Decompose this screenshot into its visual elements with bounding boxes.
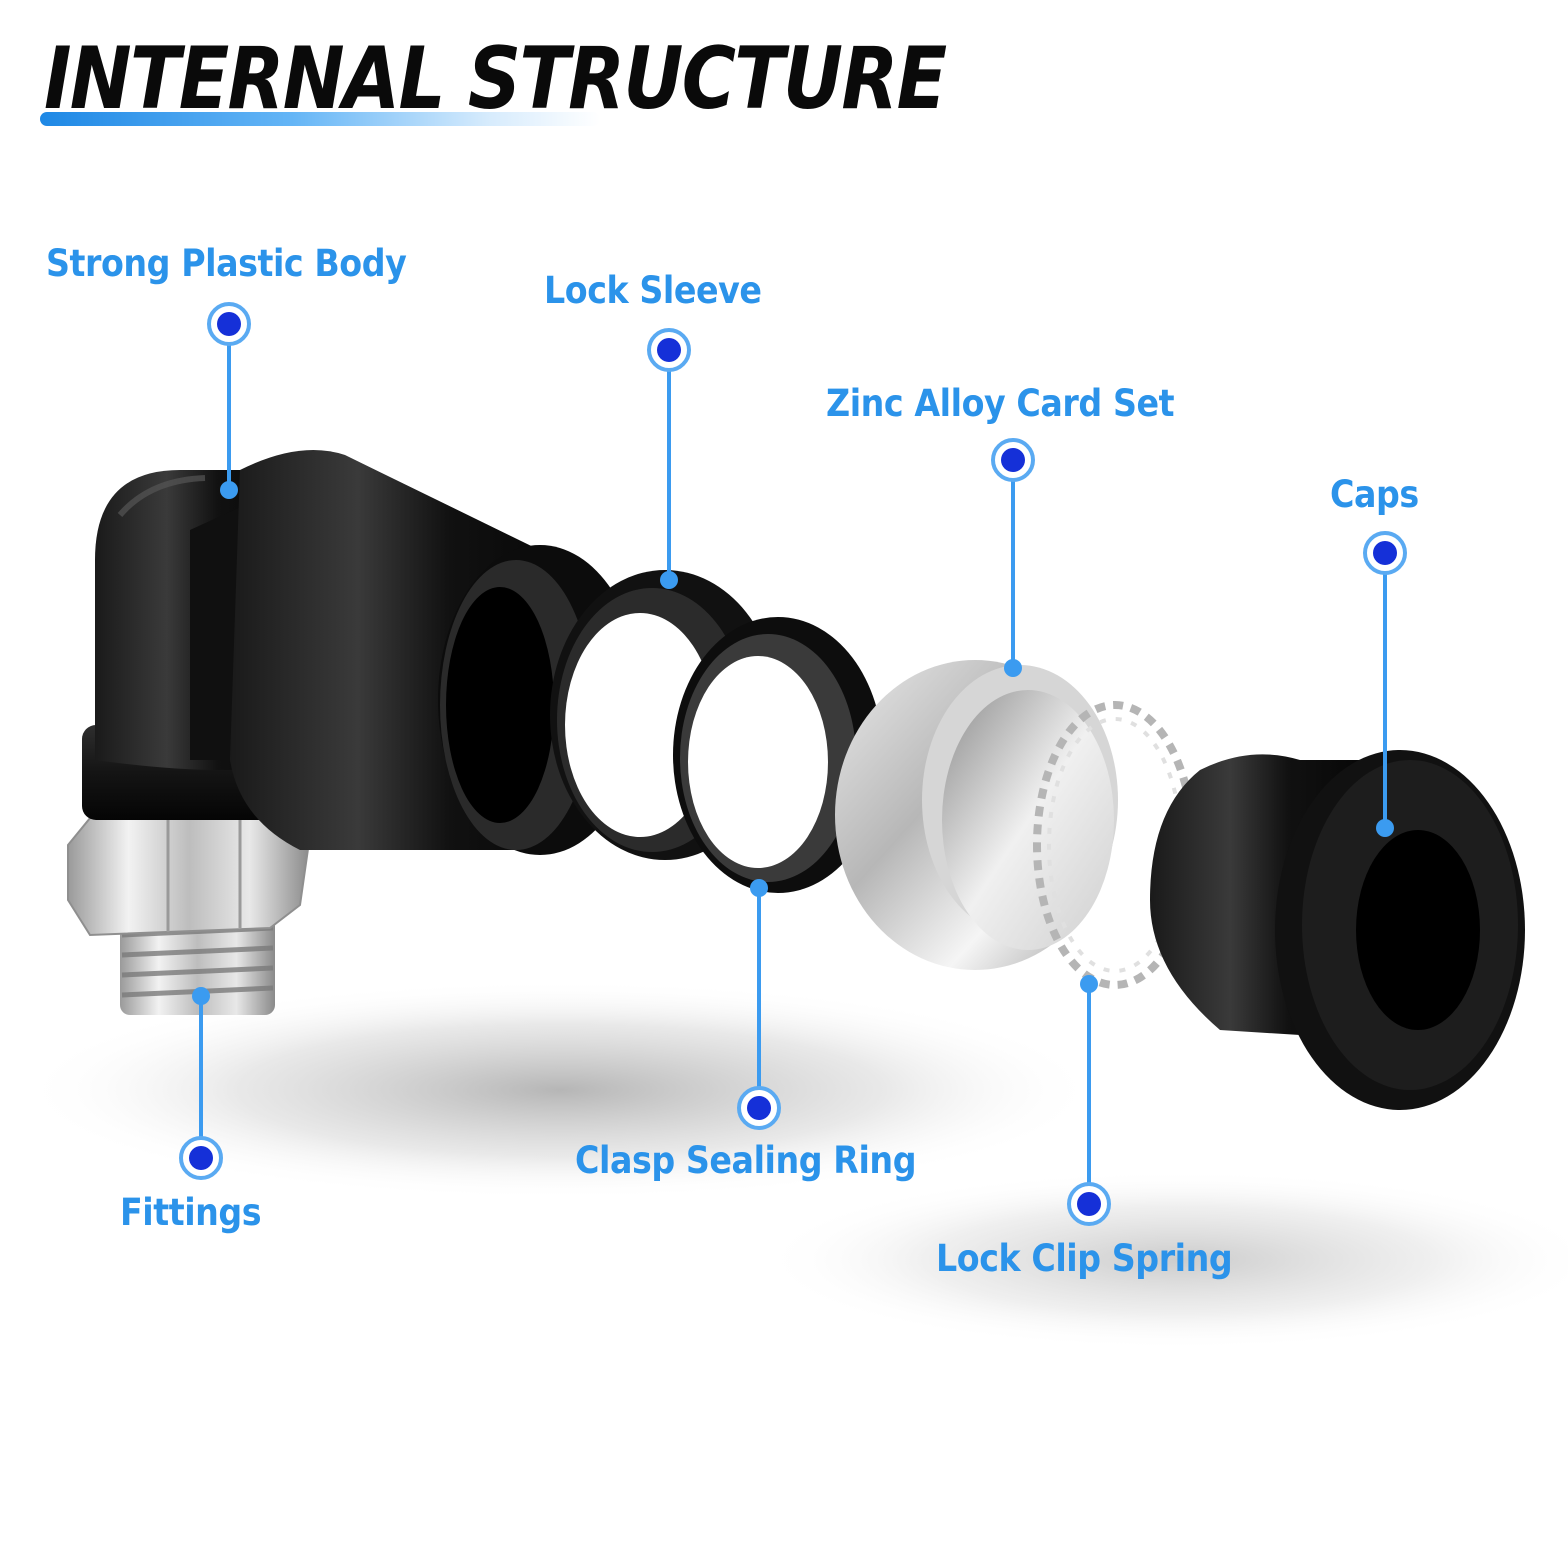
label-lock-sleeve: Lock Sleeve: [544, 269, 762, 312]
label-fittings: Fittings: [120, 1191, 262, 1234]
leader-lines: [199, 326, 1387, 1205]
marker-caps: [1363, 531, 1407, 575]
plastic-body-part: [82, 450, 642, 855]
marker-clip-spring: [1067, 1182, 1111, 1226]
marker-lock-sleeve: [647, 328, 691, 372]
title-underline: [40, 112, 600, 126]
marker-body: [207, 302, 251, 346]
fitting-part: [67, 798, 312, 1015]
sealing-ring-part: [673, 617, 883, 893]
anchor-dots: [192, 481, 1394, 1005]
floor-shadow: [20, 980, 1100, 1200]
label-strong-plastic-body: Strong Plastic Body: [46, 242, 407, 285]
marker-fittings: [179, 1136, 223, 1180]
label-caps: Caps: [1330, 473, 1419, 516]
caps-part: [1150, 750, 1525, 1110]
label-lock-clip-spring: Lock Clip Spring: [936, 1237, 1233, 1280]
page-title: INTERNAL STRUCTURE: [44, 29, 947, 129]
floor-shadow-right: [760, 1170, 1568, 1350]
label-clasp-sealing-ring: Clasp Sealing Ring: [575, 1139, 917, 1182]
label-zinc-alloy-card-set: Zinc Alloy Card Set: [826, 382, 1175, 425]
marker-sealing-ring: [737, 1086, 781, 1130]
marker-card-set: [991, 438, 1035, 482]
card-set-part: [835, 660, 1118, 970]
